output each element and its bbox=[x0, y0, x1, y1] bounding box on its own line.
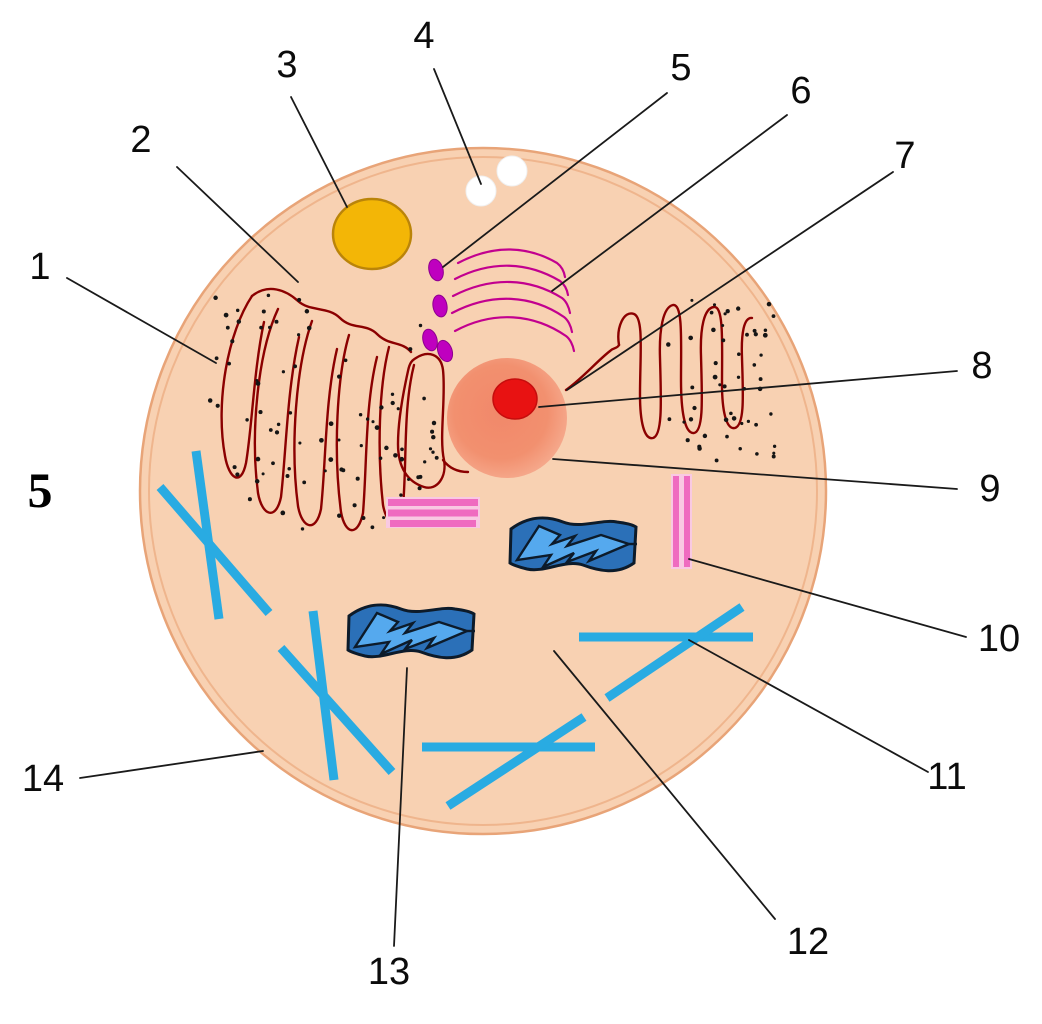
purple-oval bbox=[432, 294, 448, 318]
pointer-line-8 bbox=[538, 370, 958, 408]
label-2: 2 bbox=[130, 119, 152, 161]
cell-membrane-inner-ring bbox=[148, 156, 818, 826]
page-marker-5: 5 bbox=[27, 462, 53, 518]
label-12: 12 bbox=[786, 921, 830, 963]
white-vesicle bbox=[496, 155, 528, 187]
pointer-line-4 bbox=[433, 68, 482, 185]
label-3: 3 bbox=[276, 44, 298, 86]
pointer-line-9 bbox=[552, 458, 958, 490]
pointer-line-6 bbox=[551, 114, 788, 292]
purple-oval-organelles bbox=[422, 258, 454, 363]
pointer-line-11 bbox=[688, 639, 929, 773]
pointer-line-3 bbox=[290, 96, 348, 208]
pointer-line-14 bbox=[79, 750, 264, 779]
label-9: 9 bbox=[979, 468, 1001, 510]
pointer-line-13 bbox=[393, 667, 408, 947]
cytoskeleton-fibers bbox=[156, 450, 753, 810]
pointer-line-12 bbox=[553, 650, 776, 920]
ribosome-dots-left bbox=[207, 293, 439, 531]
microtubule-line bbox=[445, 713, 587, 810]
label-5: 5 bbox=[670, 47, 692, 89]
rough-er-right bbox=[564, 303, 754, 440]
centriole-vertical bbox=[671, 474, 692, 569]
mitochondrion-left bbox=[346, 603, 476, 660]
label-14: 14 bbox=[21, 758, 65, 800]
label-13: 13 bbox=[367, 951, 411, 993]
pointer-lines bbox=[66, 68, 967, 947]
label-7: 7 bbox=[894, 135, 916, 177]
label-10: 10 bbox=[977, 618, 1021, 660]
pointer-line-1 bbox=[66, 277, 217, 364]
pointer-line-2 bbox=[176, 166, 299, 283]
label-1: 1 bbox=[29, 246, 51, 288]
microtubule-line bbox=[604, 603, 745, 702]
purple-oval bbox=[428, 258, 444, 282]
cell-membrane bbox=[138, 146, 828, 836]
purple-oval bbox=[436, 339, 454, 363]
label-11: 11 bbox=[927, 756, 967, 798]
microtubule-line bbox=[156, 484, 273, 616]
label-8: 8 bbox=[971, 345, 993, 387]
microtubule-line bbox=[277, 644, 396, 776]
purple-oval bbox=[422, 328, 438, 352]
centriole-horizontal bbox=[386, 497, 480, 528]
mitochondrion-right bbox=[508, 516, 638, 573]
nucleolus bbox=[492, 378, 538, 420]
label-4: 4 bbox=[413, 15, 435, 57]
white-vesicle bbox=[465, 175, 497, 207]
pointer-line-5 bbox=[442, 92, 668, 268]
pointer-line-10 bbox=[688, 558, 967, 638]
label-6: 6 bbox=[790, 70, 812, 112]
microtubule-line bbox=[191, 450, 224, 620]
smooth-er-arcs bbox=[450, 248, 576, 353]
lysosome-yellow bbox=[331, 197, 413, 271]
pointer-line-7 bbox=[566, 171, 894, 391]
